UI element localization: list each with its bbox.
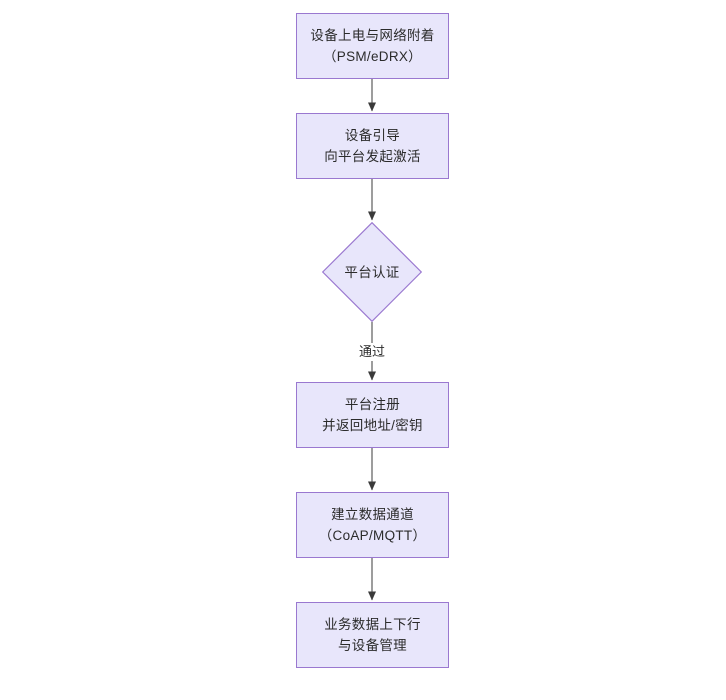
node-label: 平台注册 并返回地址/密钥 bbox=[322, 397, 423, 433]
node-platform-authentication[interactable]: 平台认证 bbox=[322, 222, 422, 322]
node-business-data-and-device-management[interactable]: 业务数据上下行 与设备管理 bbox=[296, 602, 449, 668]
node-establish-data-channel[interactable]: 建立数据通道 （CoAP/MQTT） bbox=[296, 492, 449, 558]
node-label: 平台认证 bbox=[344, 264, 400, 280]
node-label: 建立数据通道 （CoAP/MQTT） bbox=[318, 507, 427, 543]
node-label: 设备引导 向平台发起激活 bbox=[324, 128, 421, 164]
node-device-power-on[interactable]: 设备上电与网络附着 （PSM/eDRX） bbox=[296, 13, 449, 79]
node-platform-registration[interactable]: 平台注册 并返回地址/密钥 bbox=[296, 382, 449, 448]
node-label: 业务数据上下行 与设备管理 bbox=[324, 617, 421, 653]
diamond-shape-icon bbox=[322, 222, 422, 322]
edge-label-pass: 通过 bbox=[355, 343, 389, 361]
node-device-bootstrap[interactable]: 设备引导 向平台发起激活 bbox=[296, 113, 449, 179]
node-label: 设备上电与网络附着 （PSM/eDRX） bbox=[310, 28, 435, 64]
